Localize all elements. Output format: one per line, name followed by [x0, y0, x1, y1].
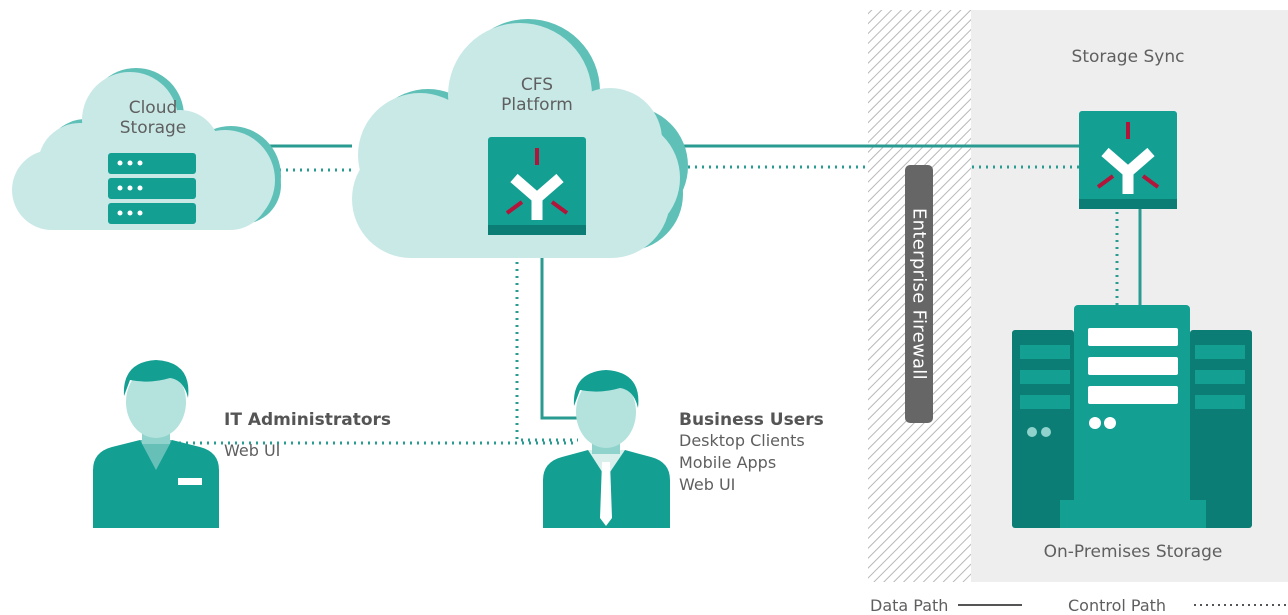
cfs-logo-icon	[488, 137, 586, 235]
data-path-platform-to-users	[540, 240, 578, 420]
business-users-text: Business Users Desktop Clients Mobile Ap…	[679, 410, 824, 495]
cfs-platform-label-line1: CFS	[520, 75, 554, 95]
storage-sync-logo-icon	[1079, 111, 1177, 209]
business-users-sub3: Web UI	[679, 474, 736, 494]
server-rack-icon	[1012, 305, 1252, 528]
business-user-person-icon	[543, 370, 670, 528]
enterprise-firewall-label: Enterprise Firewall	[905, 165, 933, 423]
cloud-storage-label-line1: Cloud	[128, 98, 178, 118]
business-users-sub1: Desktop Clients	[679, 431, 805, 451]
it-admin-person-icon	[93, 360, 219, 528]
cfs-platform-label: CFS Platform	[487, 75, 587, 116]
legend-control-path-label: Control Path	[1068, 596, 1167, 615]
cloud-storage-label: Cloud Storage	[108, 98, 198, 139]
cfs-platform-label-line2: Platform	[501, 95, 573, 116]
it-admins-text: IT Administrators Web UI	[224, 410, 391, 462]
business-users-sub2: Mobile Apps	[679, 452, 777, 472]
cloud-storage-label-line2: Storage	[119, 118, 187, 139]
storage-sync-label: Storage Sync	[1071, 47, 1185, 67]
on-premises-storage-label: On-Premises Storage	[1043, 542, 1223, 562]
it-admins-sub: Web UI	[224, 441, 281, 461]
control-path-platform-to-users	[515, 255, 578, 442]
legend-data-path-label: Data Path	[870, 596, 949, 615]
connections	[172, 144, 1142, 445]
business-users-title: Business Users	[679, 410, 824, 430]
server-stack-icon	[108, 153, 196, 224]
it-admins-title: IT Administrators	[224, 410, 392, 430]
